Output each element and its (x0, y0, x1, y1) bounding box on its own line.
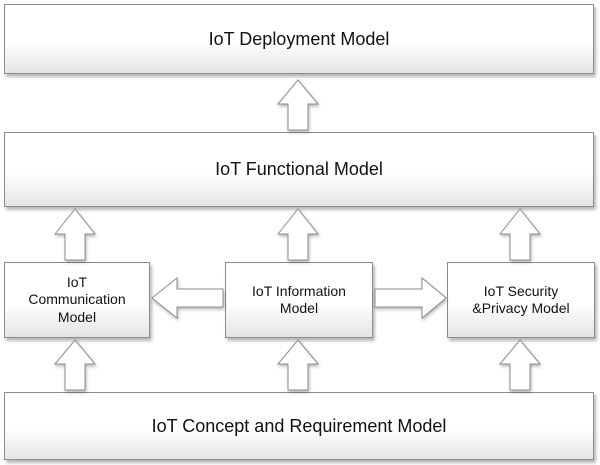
security-privacy-model-label: IoT Security &Privacy Model (472, 282, 570, 317)
deployment-model-label: IoT Deployment Model (208, 28, 390, 49)
communication-model-label: IoT Communication Model (28, 273, 126, 325)
communication-model-box: IoT Communication Model (4, 262, 150, 338)
information-model-label: IoT Information Model (252, 282, 346, 317)
functional-model-label: IoT Functional Model (215, 159, 383, 180)
concept-requirement-model-label: IoT Concept and Requirement Model (151, 415, 447, 436)
concept-requirement-model-box: IoT Concept and Requirement Model (4, 392, 594, 460)
deployment-model-box: IoT Deployment Model (4, 4, 594, 74)
functional-model-box: IoT Functional Model (4, 132, 594, 207)
information-model-box: IoT Information Model (225, 262, 373, 338)
security-privacy-model-box: IoT Security &Privacy Model (447, 262, 595, 338)
